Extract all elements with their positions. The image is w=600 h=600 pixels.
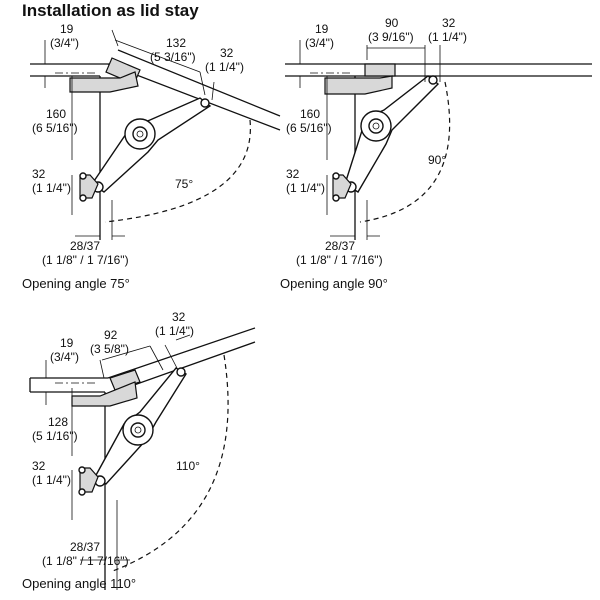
bracket-dim-in: (1 1/4") [428,30,467,44]
opening-angle-label: 110° [176,459,200,473]
top-thickness-in: (3/4") [305,36,334,50]
setback-dim-mm: 28/37 [70,540,100,554]
panel-90: 19 (3/4") 90 (3 9/16") 32 (1 1/4") 160 (… [280,16,592,291]
bracket-dim-mm: 32 [220,46,234,60]
horizontal-dim-mm: 90 [385,16,399,30]
top-thickness-in: (3/4") [50,36,79,50]
lid-block [364,63,396,77]
horizontal-dim-in: (3 9/16") [368,30,414,44]
stay-arm [78,367,187,496]
hinge-bracket [71,381,138,407]
horizontal-dim-in: (5 3/16") [150,50,196,64]
hinge-bracket [324,75,393,95]
panel-75: 19 (3/4") 132 (5 3/16") 32 (1 1/4") 160 … [22,22,281,291]
height-dim-in: (5 1/16") [32,429,78,443]
opening-arc [104,119,251,223]
base-dim-in: (1 1/4") [32,181,71,195]
setback-dim-mm: 28/37 [325,239,355,253]
panel-caption: Opening angle 110° [22,576,136,591]
bracket-dim-in: (1 1/4") [155,324,194,338]
bracket-dim-in: (1 1/4") [205,60,244,74]
stay-arm [79,97,212,202]
base-dim-in: (1 1/4") [32,473,71,487]
opening-angle-label: 75° [175,177,193,191]
horizontal-dim-mm: 92 [104,328,118,342]
top-thickness-in: (3/4") [50,350,79,364]
horizontal-dim-mm: 132 [166,36,186,50]
height-dim-mm: 160 [300,107,320,121]
opening-arc [109,354,229,573]
base-dim-in: (1 1/4") [286,181,325,195]
setback-dim-in: (1 1/8" / 1 7/16") [296,253,383,267]
lid [107,327,256,391]
top-thickness-mm: 19 [60,336,74,350]
horizontal-dim-in: (3 5/8") [90,342,129,356]
panel-110: 19 (3/4") 92 (3 5/8") 32 (1 1/4") 128 (5… [22,310,256,591]
setback-dim-in: (1 1/8" / 1 7/16") [42,253,129,267]
opening-arc [359,81,451,223]
height-dim-mm: 128 [48,415,68,429]
bracket-dim-mm: 32 [172,310,186,324]
panel-caption: Opening angle 90° [280,276,388,291]
setback-dim-mm: 28/37 [70,239,100,253]
cabinet [29,377,108,590]
stay-arm [332,75,440,202]
height-dim-in: (6 5/16") [32,121,78,135]
base-dim-mm: 32 [32,167,46,181]
setback-dim-in: (1 1/8" / 1 7/16") [42,554,129,568]
bracket-dim-mm: 32 [442,16,456,30]
hinge-bracket [69,71,139,93]
height-dim-mm: 160 [46,107,66,121]
opening-angle-label: 90° [428,153,446,167]
top-thickness-mm: 19 [315,22,329,36]
dimension-lines [299,40,441,240]
height-dim-in: (6 5/16") [286,121,332,135]
panel-caption: Opening angle 75° [22,276,130,291]
dimension-lines [44,29,215,240]
base-dim-mm: 32 [32,459,46,473]
dimension-lines [45,334,191,590]
base-dim-mm: 32 [286,167,300,181]
cabinet [30,63,110,240]
page-title: Installation as lid stay [22,1,199,20]
top-thickness-mm: 19 [60,22,74,36]
